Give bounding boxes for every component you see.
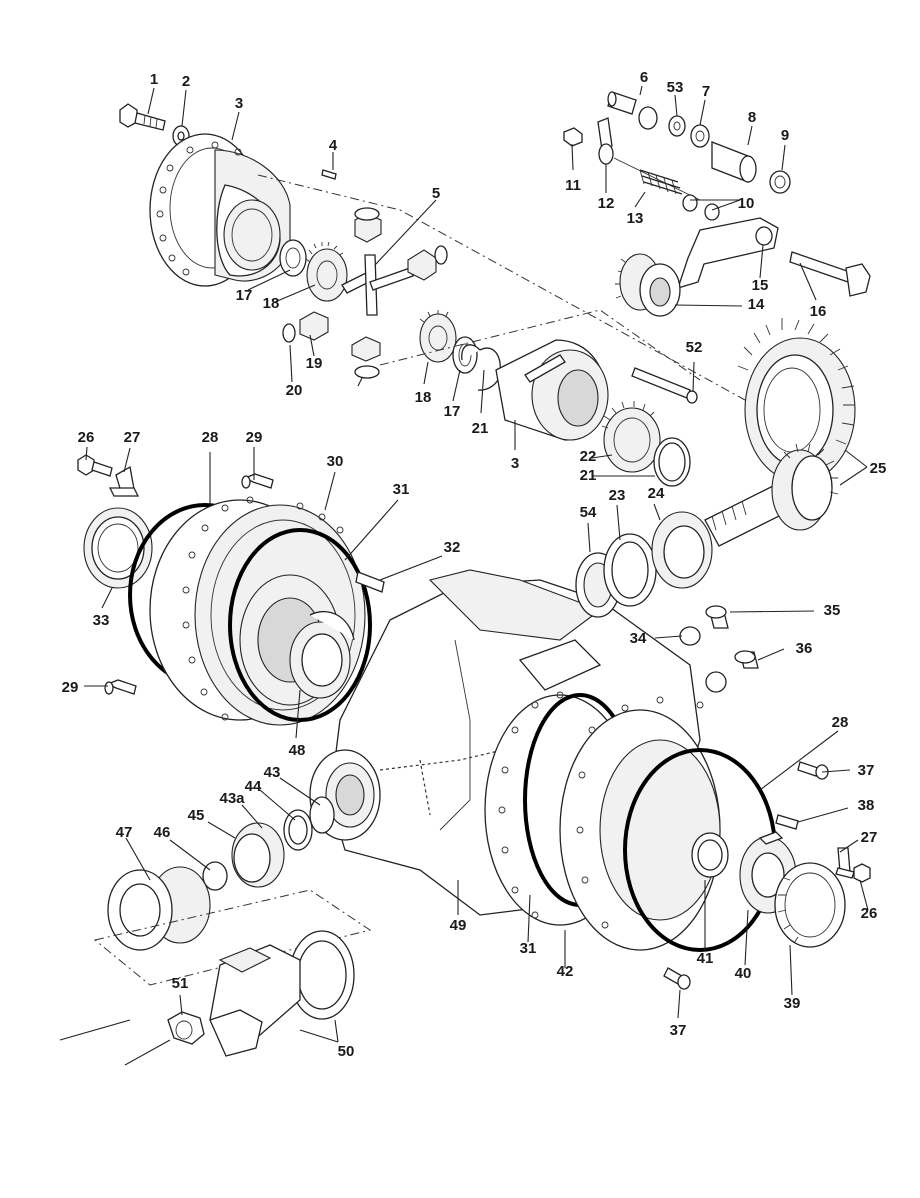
callout-label: 54 [580, 504, 597, 521]
callout-label: 4 [329, 137, 338, 154]
callout-label: 25 [870, 460, 887, 477]
right-seal-parts [663, 761, 871, 990]
callout-label: 39 [784, 995, 801, 1012]
callout-label: 52 [686, 339, 703, 356]
callout-label: 17 [236, 287, 253, 304]
callout-label: 1 [150, 71, 158, 88]
callout-label: 35 [824, 602, 841, 619]
callout-label: 29 [62, 679, 79, 696]
callout-label: 15 [752, 277, 769, 294]
callout-label: 9 [781, 127, 789, 144]
callout-label: 13 [627, 210, 644, 227]
callout-label: 29 [246, 429, 263, 446]
callout-label: 12 [598, 195, 615, 212]
callout-label: 6 [640, 69, 648, 86]
callout-label: 42 [557, 963, 574, 980]
leader-lines [59, 85, 869, 1066]
axis-line-top-2 [379, 309, 701, 381]
diff-lock-parts [563, 91, 871, 317]
callout-label: 37 [858, 762, 875, 779]
callout-label: 16 [810, 303, 827, 320]
callout-label: 36 [796, 640, 813, 657]
callout-label: 21 [580, 467, 597, 484]
callout-label: 53 [667, 79, 684, 96]
callout-label: 48 [289, 742, 306, 759]
callout-label: 37 [670, 1022, 687, 1039]
callout-label: 31 [393, 481, 410, 498]
callout-label: 14 [748, 296, 765, 313]
callout-label: 43 [264, 764, 281, 781]
spider-gear-set [279, 207, 448, 379]
callout-label: 3 [235, 95, 243, 112]
callout-label: 21 [472, 420, 489, 437]
callout-label: 2 [182, 73, 190, 90]
callout-label: 30 [327, 453, 344, 470]
callout-label: 26 [861, 905, 878, 922]
callout-label: 38 [858, 797, 875, 814]
callout-label: 50 [338, 1043, 355, 1060]
callout-label: 43a [219, 790, 245, 807]
callout-label: 11 [565, 177, 581, 194]
callout-label: 17 [444, 403, 461, 420]
callout-label: 46 [154, 824, 171, 841]
callout-label: 44 [245, 778, 262, 795]
callout-label: 40 [735, 965, 752, 982]
callout-label: 20 [286, 382, 303, 399]
diff-case-half-right [419, 310, 698, 487]
callout-label: 33 [93, 612, 110, 629]
axis-line-top [257, 174, 746, 401]
callout-label: 45 [188, 807, 205, 824]
callout-label: 27 [124, 429, 141, 446]
callout-label: 23 [609, 487, 626, 504]
callout-label: 18 [415, 389, 432, 406]
callout-label: 34 [630, 630, 647, 647]
ring-gear-and-pinion [704, 318, 856, 547]
callout-label: 31 [520, 940, 537, 957]
callout-label: 8 [748, 109, 756, 126]
callout-label: 41 [697, 950, 714, 967]
callout-label: 28 [202, 429, 219, 446]
callout-label: 7 [702, 83, 710, 100]
callout-label: 24 [648, 485, 665, 502]
pinion-bearing-set [575, 511, 759, 693]
callout-label: 19 [306, 355, 323, 372]
callout-label: 10 [738, 195, 755, 212]
callout-label: 3 [511, 455, 519, 472]
callout-label: 49 [450, 917, 467, 934]
callout-label: 32 [444, 539, 461, 556]
callout-label: 51 [172, 975, 189, 992]
callout-label: 47 [116, 824, 133, 841]
callout-label: 22 [580, 448, 597, 465]
callout-label: 5 [432, 185, 440, 202]
left-cover-assembly [77, 454, 385, 726]
callout-label: 28 [832, 714, 849, 731]
callout-label: 18 [263, 295, 280, 312]
callout-label: 27 [861, 829, 878, 846]
axle-housing [309, 569, 777, 952]
diff-case-half-left [119, 103, 337, 287]
callout-label: 26 [78, 429, 95, 446]
output-flange-group [93, 796, 372, 1057]
